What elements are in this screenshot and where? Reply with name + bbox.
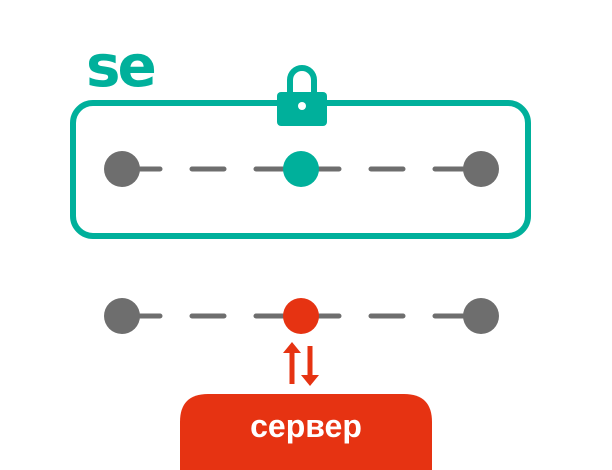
secure-node-left [104,151,140,187]
server-label: сервер [250,408,362,444]
secure-node-center [283,151,319,187]
open-node-right [463,298,499,334]
server-box: сервер [180,394,432,470]
up-down-arrows-icon [283,342,319,386]
lock-icon [277,65,327,126]
open-node-left [104,298,140,334]
open-node-chain [104,298,499,334]
secure-node-chain [104,151,499,187]
logo-text: se [86,32,155,100]
secure-node-right [463,151,499,187]
open-node-center [283,298,319,334]
